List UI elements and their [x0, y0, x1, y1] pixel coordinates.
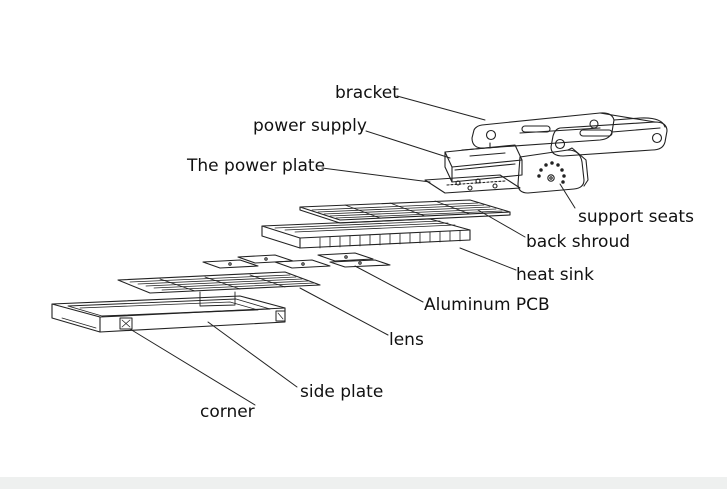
leader-corner [129, 328, 256, 406]
heat-sink-part [261, 218, 471, 249]
support-seats-part [517, 147, 589, 194]
label-aluminum-pcb: Aluminum PCB [424, 295, 550, 315]
label-power-plate: The power plate [187, 156, 326, 176]
label-heat-sink: heat sink [516, 265, 594, 285]
bottom-band [0, 477, 727, 489]
leader-bracket [396, 95, 486, 121]
leader-back-shroud [477, 209, 526, 238]
label-corner: corner [200, 402, 255, 422]
bracket-part [471, 112, 668, 157]
leader-aluminum-pcb [354, 265, 424, 303]
power-supply-part [444, 142, 523, 183]
leader-side-plate [207, 321, 298, 388]
label-lens: lens [389, 330, 424, 350]
side-plate-frame-part [51, 291, 286, 333]
label-support-seats: support seats [578, 207, 694, 227]
label-bracket: bracket [335, 83, 399, 103]
label-back-shroud: back shroud [526, 232, 631, 252]
leader-lines [129, 95, 576, 406]
leader-power-plate [321, 167, 431, 183]
corner-part [119, 310, 286, 330]
leader-lens [299, 287, 389, 336]
power-plate-part [424, 174, 521, 194]
lens-part [117, 271, 321, 294]
leader-support-seats [559, 183, 576, 209]
label-side-plate: side plate [300, 382, 384, 402]
label-power-supply: power supply [253, 116, 367, 136]
leader-power-supply [365, 130, 451, 159]
aluminum-pcb-part [202, 252, 391, 269]
leader-heat-sink [459, 247, 517, 271]
